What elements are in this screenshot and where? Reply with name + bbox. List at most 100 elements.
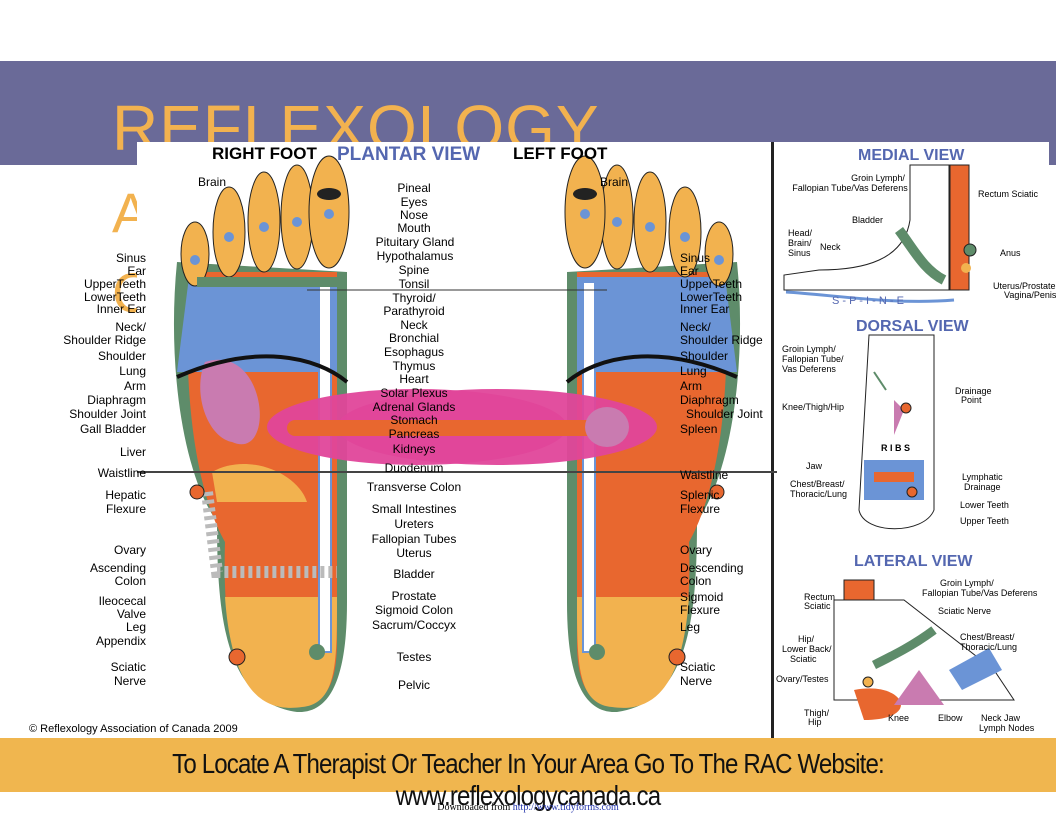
right-side-label: LowerTeeth (680, 290, 743, 304)
center-label: Eyes (400, 195, 428, 209)
right-side-label: Waistline (680, 468, 729, 482)
right-side-label: Sinus (680, 251, 711, 265)
right-side-label: Diaphragm (680, 393, 739, 407)
center-label: Heart (399, 372, 429, 386)
left-side-label: Sinus (115, 251, 146, 265)
right-side-label: Arm (680, 379, 702, 393)
center-label: Pelvic (397, 678, 430, 692)
right-side-label: Inner Ear (680, 302, 730, 316)
left-side-label: Valve (116, 607, 146, 621)
dorsal-label: Fallopian Tube/ (782, 354, 844, 364)
lateral-label: Chest/Breast/ (960, 632, 1015, 642)
left-side-label: Ovary (113, 543, 146, 557)
medial-label: Vagina/Penis (1004, 290, 1056, 300)
left-side-label: Inner Ear (96, 302, 146, 316)
left-side-label: Shoulder Joint (69, 407, 146, 421)
center-label: Bronchial (388, 331, 440, 345)
center-label: Pancreas (388, 427, 440, 441)
left-side-label: Colon (114, 574, 146, 588)
right-side-label: Ovary (680, 543, 713, 557)
right-side-label: Nerve (680, 674, 713, 688)
center-label: Sacrum/Coccyx (371, 618, 457, 632)
plantar-foot-diagram (137, 155, 777, 713)
lateral-label: Groin Lymph/ (940, 578, 994, 588)
center-label: Thymus (392, 359, 436, 373)
right-side-label: Ear (680, 264, 699, 278)
medial-label: Neck (820, 242, 841, 252)
download-link[interactable]: http://www.tidyforms.com (512, 802, 619, 813)
right-side-label: Neck/ (680, 320, 711, 334)
right-side-label: Splenic (680, 488, 720, 502)
center-label: Nose (399, 208, 428, 222)
medial-label: S - P - I - N - E (832, 295, 904, 307)
center-label: Parathyroid (383, 304, 445, 318)
left-side-label: Shoulder Ridge (63, 333, 146, 347)
right-foot (173, 155, 350, 713)
center-label: Neck (400, 318, 428, 332)
medial-label: Sinus (788, 248, 811, 258)
dorsal-label: Lymphatic (962, 472, 1003, 482)
left-foot-header: LEFT FOOT (513, 144, 608, 163)
medial-label: Brain/ (788, 238, 812, 248)
lateral-label: Neck Jaw (981, 713, 1021, 723)
center-label: Ureters (394, 517, 434, 531)
center-label: Prostate (391, 589, 437, 603)
left-side-label: Liver (119, 445, 146, 459)
right-side-label: Spleen (680, 422, 718, 436)
left-side-label: Arm (124, 379, 146, 393)
side-views-diagram (783, 164, 1015, 720)
left-side-label: Neck/ (115, 320, 146, 334)
dorsal-label: Chest/Breast/ (790, 479, 845, 489)
right-side-label: Shoulder (680, 349, 729, 363)
center-label: Hypothalamus (376, 249, 454, 263)
left-side-label: UpperTeeth (83, 277, 146, 291)
center-label: Duodenum (384, 461, 444, 475)
center-label: Small Intestines (371, 502, 457, 516)
plantar-view-header: PLANTAR VIEW (337, 144, 481, 165)
right-side-label: Brain (600, 175, 629, 189)
left-foot (564, 155, 741, 713)
dorsal-label: Jaw (806, 461, 823, 471)
center-label: Mouth (397, 221, 431, 235)
medial-label: Bladder (852, 215, 884, 225)
center-label: Pituitary Gland (375, 235, 455, 249)
left-side-label: Appendix (95, 634, 146, 648)
left-side-label: Shoulder (97, 349, 146, 363)
dorsal-label: Drainage (955, 386, 992, 396)
dorsal-label: R I B S (881, 443, 911, 453)
footer-banner (0, 738, 1056, 792)
medial-label: Uterus/Prostate (993, 281, 1056, 291)
center-label: Uterus (396, 546, 432, 560)
medial-view-header: MEDIAL VIEW (858, 147, 965, 164)
left-side-label: Lung (119, 364, 146, 378)
center-label: Stomach (390, 413, 438, 427)
left-side-label: Hepatic (105, 488, 146, 502)
right-side-label: Shoulder Ridge (680, 333, 763, 347)
medial-label: Fallopian Tube/Vas Deferens (792, 183, 908, 193)
dorsal-label: Point (961, 395, 982, 405)
center-label: Bladder (393, 567, 435, 581)
right-side-label: Flexure (680, 502, 721, 516)
right-side-label: UpperTeeth (680, 277, 743, 291)
left-side-label: Flexure (105, 502, 146, 516)
center-label: Transverse Colon (366, 480, 462, 494)
right-side-label: Shoulder Joint (686, 407, 763, 421)
view-divider (771, 142, 774, 738)
download-note: Downloaded from http://www.tidyforms.com (0, 802, 1056, 813)
lateral-label: Sciatic Nerve (938, 606, 992, 616)
left-side-label: Gall Bladder (79, 422, 146, 436)
left-side-label: Nerve (113, 674, 146, 688)
right-side-label: Leg (680, 620, 701, 634)
right-side-label: Colon (680, 574, 712, 588)
dorsal-label: Lower Teeth (960, 500, 1009, 510)
center-label: Thyroid/ (392, 291, 436, 305)
center-label: Tonsil (398, 277, 430, 291)
lateral-label: Thigh/ (804, 708, 830, 718)
dorsal-label: Knee/Thigh/Hip (782, 402, 845, 412)
medial-label: Groin Lymph/ (851, 173, 905, 183)
lateral-label: Fallopian Tube/Vas Deferens (922, 588, 1038, 598)
center-label: Kidneys (392, 442, 436, 456)
lateral-label: Sciatic (790, 654, 817, 664)
left-side-label: Brain (197, 175, 226, 189)
left-side-label: Ascending (89, 561, 146, 575)
